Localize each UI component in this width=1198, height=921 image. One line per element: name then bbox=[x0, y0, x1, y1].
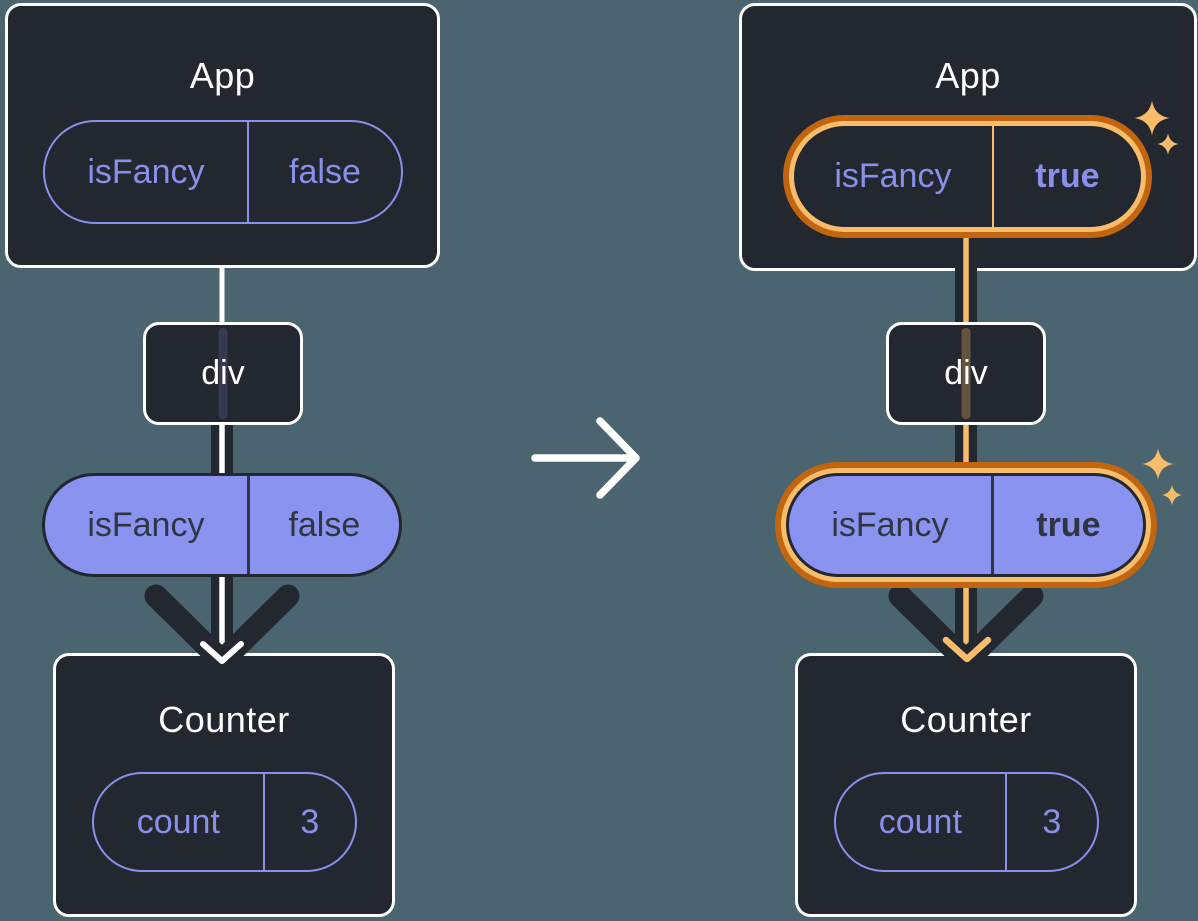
state-name: count bbox=[878, 802, 962, 841]
counter-state-pill-before: count 3 bbox=[91, 772, 357, 872]
state-name: isFancy bbox=[87, 152, 205, 191]
counter-state-pill-after: count 3 bbox=[833, 772, 1099, 872]
arrowhead-dark-after bbox=[888, 584, 1044, 673]
div-label-after: div bbox=[944, 354, 988, 392]
app-state-pill-after: isFancy true bbox=[794, 126, 1141, 227]
prop-name: isFancy bbox=[831, 505, 949, 544]
state-name: count bbox=[136, 802, 220, 841]
state-value: true bbox=[991, 126, 1141, 227]
arrowhead-dark-before bbox=[144, 584, 300, 673]
counter-node-before: Counter count 3 bbox=[53, 653, 395, 917]
app-state-pill-before: isFancy false bbox=[42, 120, 403, 224]
sparkle-icon bbox=[1142, 448, 1174, 480]
app-title-before: App bbox=[189, 55, 256, 96]
line-through-div-before bbox=[218, 328, 228, 419]
counter-title-before: Counter bbox=[158, 699, 290, 740]
div-node-before: div bbox=[143, 322, 303, 425]
prop-pill-after: isFancy true bbox=[786, 473, 1146, 577]
counter-node-after: Counter count 3 bbox=[795, 653, 1137, 917]
state-value: 3 bbox=[1005, 774, 1096, 870]
app-node-before: App isFancy false bbox=[5, 3, 440, 268]
prop-pill-before: isFancy false bbox=[42, 473, 402, 577]
state-name: isFancy bbox=[834, 157, 952, 195]
highlight-ring-app: isFancy true bbox=[783, 115, 1152, 238]
app-title-after: App bbox=[935, 55, 1001, 96]
div-node-after: div bbox=[886, 322, 1046, 425]
line-through-div-after bbox=[961, 328, 971, 419]
highlight-ring-prop: isFancy true bbox=[775, 462, 1157, 588]
counter-title-after: Counter bbox=[900, 699, 1032, 740]
sparkle-icon bbox=[1161, 484, 1183, 506]
state-value: false bbox=[247, 122, 400, 222]
prop-value: false bbox=[246, 476, 399, 574]
div-label-before: div bbox=[201, 354, 245, 392]
state-value: 3 bbox=[263, 774, 354, 870]
right-arrow-icon bbox=[531, 417, 640, 499]
prop-name: isFancy bbox=[87, 505, 205, 544]
prop-value: true bbox=[990, 476, 1143, 574]
